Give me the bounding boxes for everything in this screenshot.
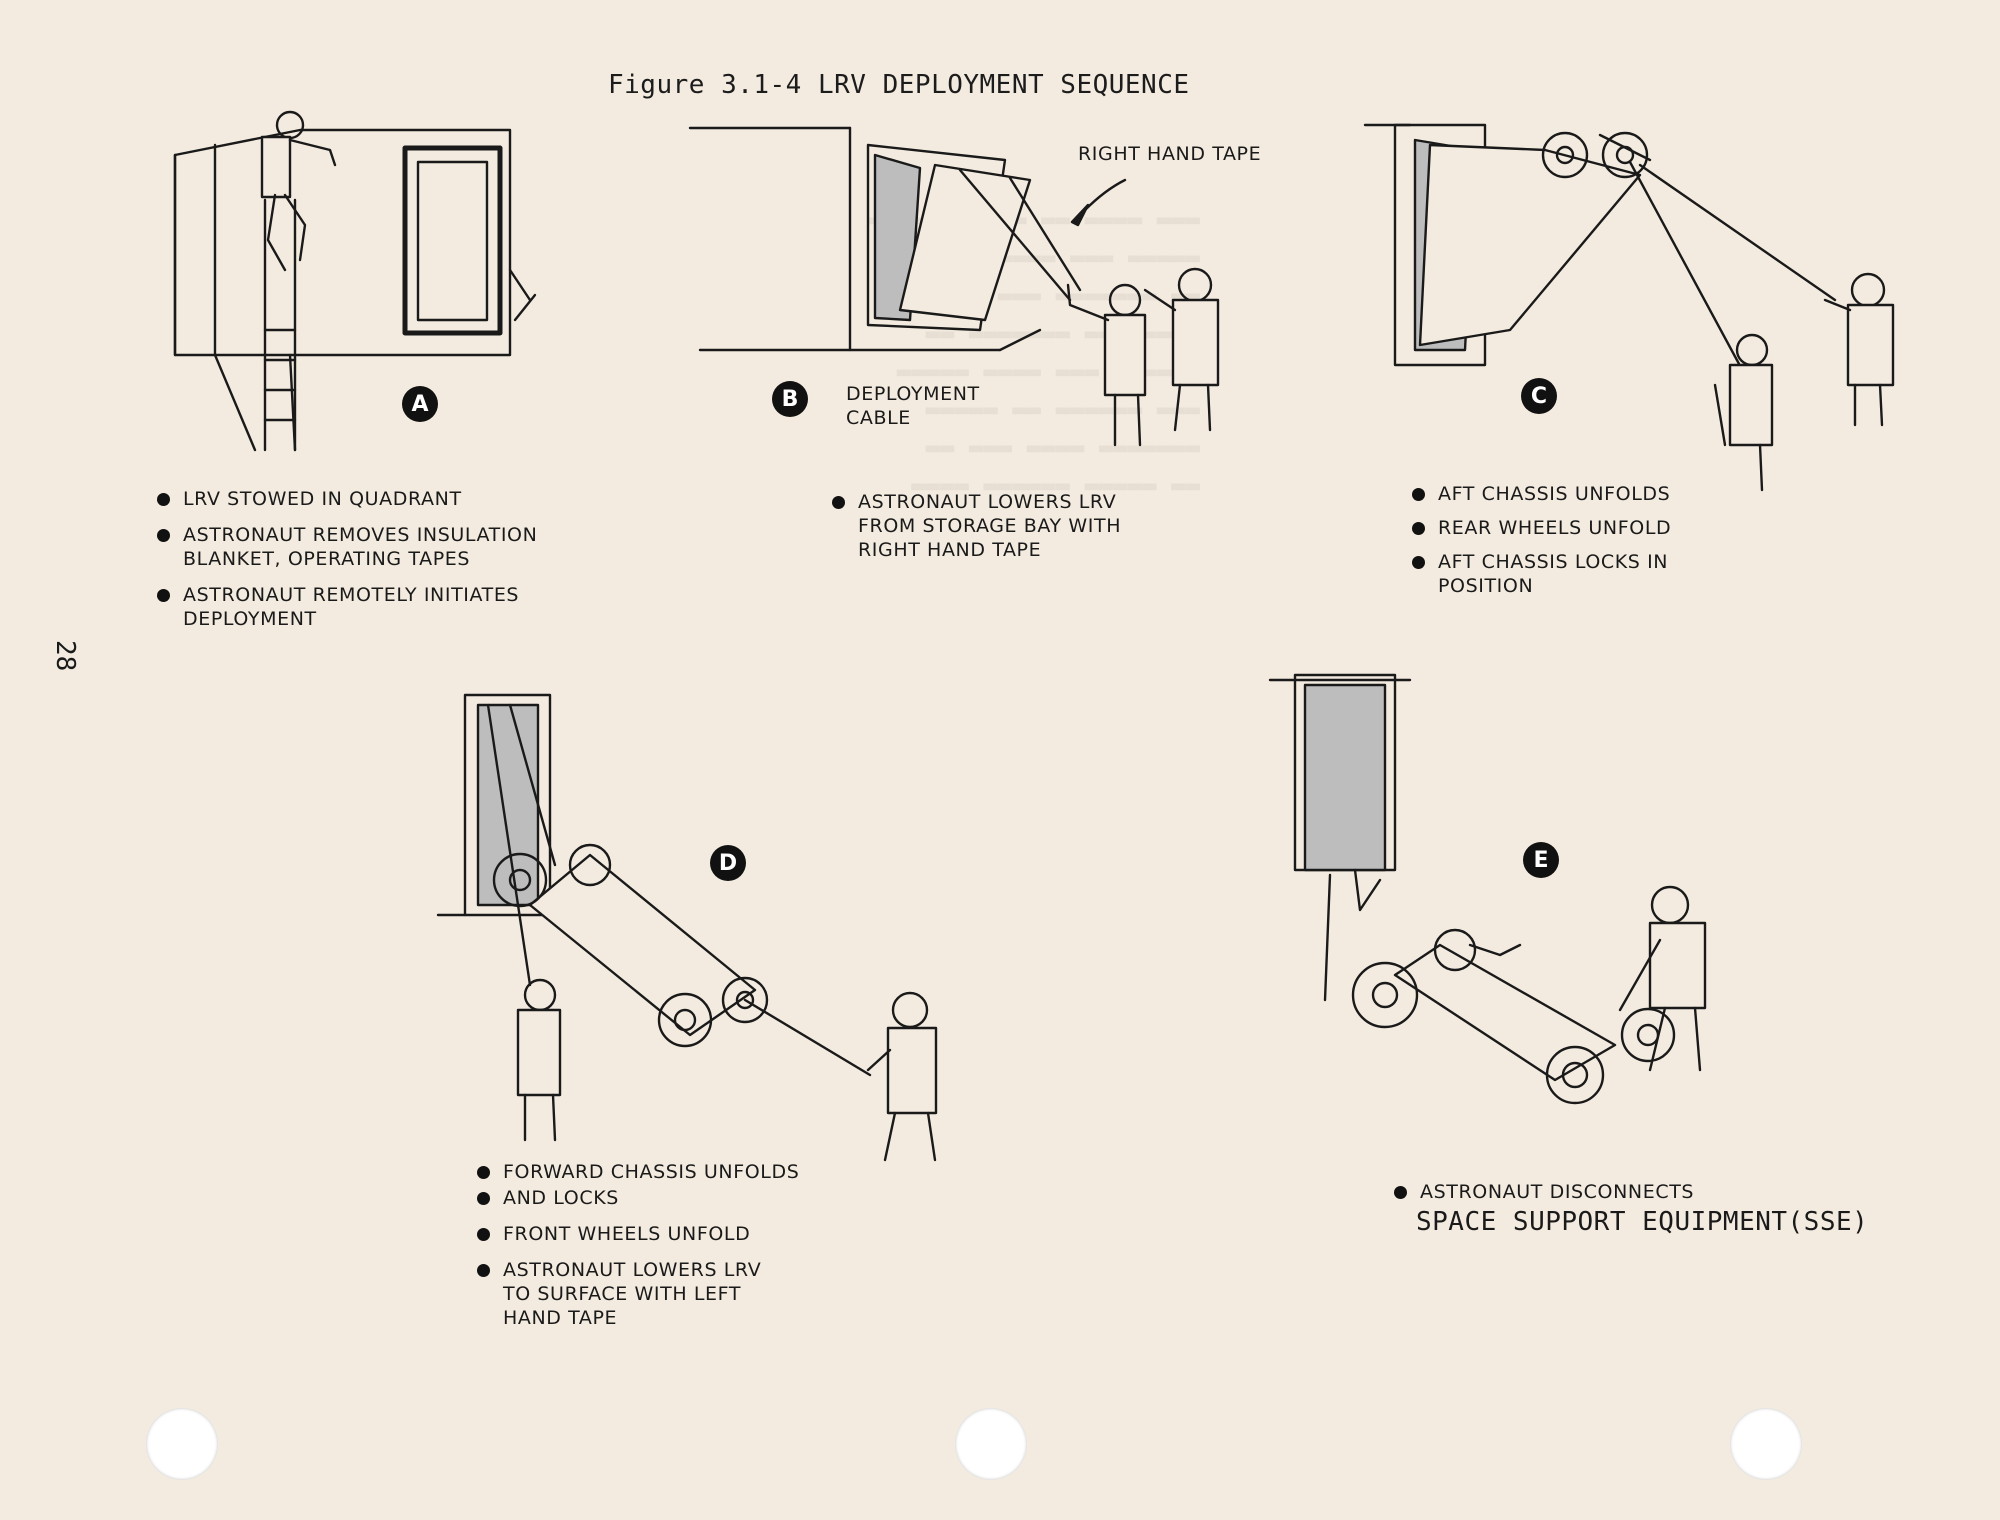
panel-e-subtitle: SPACE SUPPORT EQUIPMENT(SSE) xyxy=(1416,1207,1869,1237)
figure-title: Figure 3.1-4 LRV DEPLOYMENT SEQUENCE xyxy=(608,70,1190,100)
panel-b-marker: B xyxy=(772,381,808,417)
panel-d-bullet: FRONT WHEELS UNFOLD xyxy=(475,1222,855,1246)
panel-d-bullet: AND LOCKS xyxy=(475,1186,855,1210)
panel-c-bullet: AFT CHASSIS LOCKS IN POSITION xyxy=(1410,550,1750,598)
panel-b-bullet: ASTRONAUT LOWERS LRV FROM STORAGE BAY WI… xyxy=(830,490,1190,562)
panel-a-marker: A xyxy=(402,386,438,422)
panel-e-bullet: ASTRONAUT DISCONNECTS xyxy=(1392,1180,1772,1204)
panel-e-marker: E xyxy=(1523,842,1559,878)
page-number: 28 xyxy=(50,640,80,672)
panel-a-bullet: ASTRONAUT REMOTELY INITIATES DEPLOYMENT xyxy=(155,583,585,631)
panel-c-bullet: REAR WHEELS UNFOLD xyxy=(1410,516,1750,540)
panel-c-caption: AFT CHASSIS UNFOLDS REAR WHEELS UNFOLD A… xyxy=(1410,482,1750,608)
panel-a-illustration xyxy=(173,110,537,452)
panel-d-marker: D xyxy=(710,845,746,881)
panel-b-illustration xyxy=(688,126,1220,447)
callout-deployment-cable: DEPLOYMENT CABLE xyxy=(846,383,980,429)
panel-c-bullet: AFT CHASSIS UNFOLDS xyxy=(1410,482,1750,506)
panel-d-bullet: FORWARD CHASSIS UNFOLDS xyxy=(475,1160,855,1184)
panel-c-illustration xyxy=(1363,123,1895,492)
binder-hole-right xyxy=(1730,1408,1802,1480)
panel-a-bullet: ASTRONAUT REMOVES INSULATION BLANKET, OP… xyxy=(155,523,585,571)
binder-hole-center xyxy=(955,1408,1027,1480)
panel-a-caption: LRV STOWED IN QUADRANT ASTRONAUT REMOVES… xyxy=(155,487,585,643)
panel-e-caption: ASTRONAUT DISCONNECTS xyxy=(1392,1180,1772,1216)
panel-b-caption: ASTRONAUT LOWERS LRV FROM STORAGE BAY WI… xyxy=(830,490,1190,574)
panel-d-caption: FORWARD CHASSIS UNFOLDS AND LOCKS FRONT … xyxy=(475,1160,855,1342)
panel-a-bullet: LRV STOWED IN QUADRANT xyxy=(155,487,585,511)
panel-c-marker: C xyxy=(1521,378,1557,414)
binder-hole-left xyxy=(146,1408,218,1480)
panel-d-illustration xyxy=(436,693,938,1162)
callout-right-hand-tape: RIGHT HAND TAPE xyxy=(1078,143,1262,165)
panel-d-bullet: ASTRONAUT LOWERS LRV TO SURFACE WITH LEF… xyxy=(475,1258,855,1330)
panel-e-illustration xyxy=(1268,673,1707,1105)
